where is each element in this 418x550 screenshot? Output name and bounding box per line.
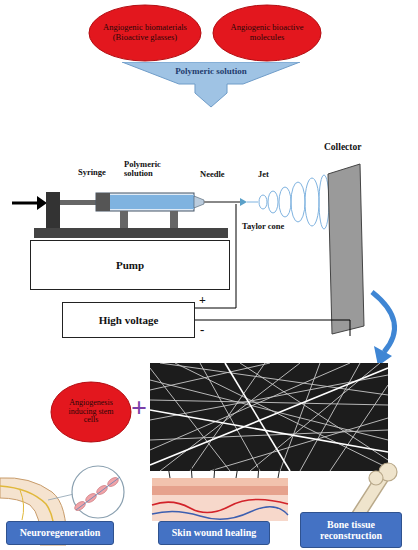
red-ellipse-node: Angiogenic bioactive molecules <box>212 4 322 62</box>
node-text: Angiogenesis inducing stem cells <box>63 399 119 426</box>
apparatus-box: High voltage <box>62 302 195 338</box>
application-box: Neuroregeneration <box>6 521 114 545</box>
red-ellipse <box>89 5 201 61</box>
application-box: Bone tissue reconstruction <box>300 512 402 548</box>
funnel-node: Polymeric solution <box>122 62 300 108</box>
annotation-label: + <box>131 393 155 424</box>
collector-node: Collector <box>318 142 382 336</box>
node-text: Pump <box>116 259 144 271</box>
red-ellipse <box>51 382 131 442</box>
node-text: Skin wound healing <box>172 527 257 538</box>
red-ellipse-node: Angiogenic biomaterials (Bioactive glass… <box>88 4 202 62</box>
node-text: Angiogenic bioactive molecules <box>225 23 309 42</box>
annotation-label: Taylor cone <box>242 222 298 231</box>
node-outline <box>318 142 382 336</box>
annotation-label: - <box>200 323 214 337</box>
sem-image <box>150 363 388 471</box>
node-text: Neuroregeneration <box>20 527 101 538</box>
funnel-shape <box>122 62 300 107</box>
nerve-illustration <box>0 466 124 545</box>
red-ellipse <box>213 5 321 61</box>
red-ellipse-node: Angiogenesis inducing stem cells <box>50 381 132 443</box>
curved-arrow <box>372 292 395 366</box>
annotation-label: Jet <box>258 170 282 179</box>
collector-plate <box>328 164 364 334</box>
apparatus-box: Pump <box>30 240 230 290</box>
application-box: Skin wound healing <box>158 521 270 545</box>
annotation-label: + <box>199 294 213 307</box>
node-text: Polymeric solution <box>175 66 247 76</box>
syringe-pump <box>12 192 247 238</box>
skin-illustration <box>152 464 288 521</box>
annotation-label: Polymeric solution <box>124 160 172 179</box>
wire-connector <box>195 320 350 336</box>
node-text: Angiogenic biomaterials (Bioactive glass… <box>101 23 189 42</box>
node-text: Bone tissue reconstruction <box>304 519 398 541</box>
jet-spiral <box>247 175 329 229</box>
node-text: Collector <box>324 142 361 153</box>
annotation-label: Syringe <box>78 168 118 177</box>
node-text: High voltage <box>99 314 159 326</box>
annotation-label: Needle <box>200 170 240 179</box>
